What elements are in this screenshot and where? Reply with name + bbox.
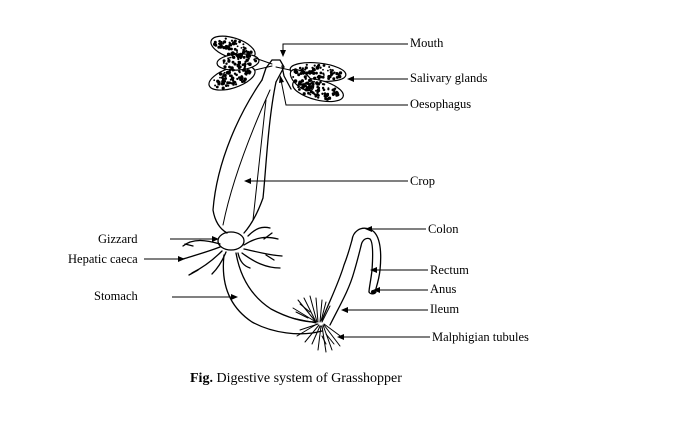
gland-stipple-right [292, 63, 343, 101]
figure-caption: Fig. Digestive system of Grasshopper [190, 371, 402, 386]
labels: Mouth Salivary glands Oesophagus Crop Gi… [68, 36, 529, 344]
caption-prefix: Fig. [190, 371, 213, 386]
crop [212, 79, 277, 234]
gizzard [217, 231, 245, 251]
label-hepatic-caeca: Hepatic caeca [68, 252, 138, 266]
ileum [321, 239, 362, 326]
label-mouth: Mouth [410, 36, 444, 50]
grasshopper-gut-drawing [182, 35, 382, 353]
label-oesophagus: Oesophagus [410, 97, 471, 111]
label-malpighian-tubules: Malphigian tubules [432, 330, 529, 344]
label-rectum: Rectum [430, 263, 469, 277]
label-stomach: Stomach [94, 289, 138, 303]
caption-text: Digestive system of Grasshopper [213, 371, 402, 386]
label-ileum: Ileum [430, 302, 459, 316]
pointer-lines [144, 43, 430, 340]
malpighian-tubules [291, 295, 344, 353]
colon [351, 227, 382, 293]
hepatic-caeca [182, 226, 283, 276]
rectum [368, 291, 377, 295]
label-colon: Colon [428, 222, 459, 236]
gland-stipple-left [213, 37, 258, 90]
anus [371, 290, 375, 294]
salivary-gland-left [208, 35, 273, 91]
label-gizzard: Gizzard [98, 232, 138, 246]
label-anus: Anus [430, 282, 457, 296]
salivary-gland-right [275, 61, 347, 103]
oesophagus [261, 59, 292, 90]
label-salivary-glands: Salivary glands [410, 71, 488, 85]
label-crop: Crop [410, 174, 435, 188]
